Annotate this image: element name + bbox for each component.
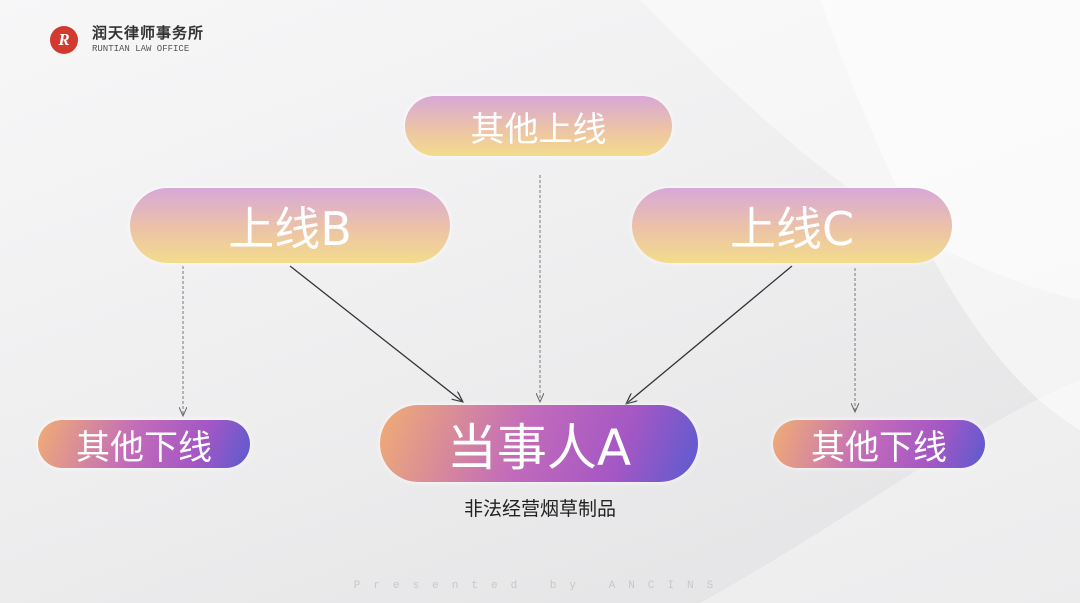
presented-by-footer: Presented by ANCINS — [353, 580, 727, 592]
law-office-logo: R 润天律师事务所 RUNTIAN LAW OFFICE — [50, 26, 204, 54]
logo-mark-icon: R — [50, 26, 78, 54]
node-label: 当事人A — [446, 418, 632, 477]
arrow-b-to-a — [289, 265, 463, 402]
node-other-upline: 其他上线 — [405, 96, 672, 156]
node-other-downline-right: 其他下线 — [773, 420, 985, 468]
node-other-downline-left: 其他下线 — [38, 420, 250, 468]
arrow-c-to-a — [626, 265, 793, 404]
node-label: 上线C — [729, 201, 855, 256]
party-a-caption: 非法经营烟草制品 — [463, 498, 616, 520]
node-label: 其他下线 — [76, 427, 212, 468]
logo-name-cn: 润天律师事务所 — [92, 24, 205, 42]
node-upline-c: 上线C — [632, 188, 952, 263]
node-party-a: 当事人A — [380, 405, 698, 482]
node-label: 其他上线 — [470, 109, 607, 150]
node-upline-b: 上线B — [130, 188, 450, 263]
node-label: 上线B — [228, 201, 352, 256]
logo-name-en: RUNTIAN LAW OFFICE — [92, 44, 190, 54]
background-swoosh — [700, 380, 1080, 603]
node-label: 其他下线 — [811, 427, 947, 468]
